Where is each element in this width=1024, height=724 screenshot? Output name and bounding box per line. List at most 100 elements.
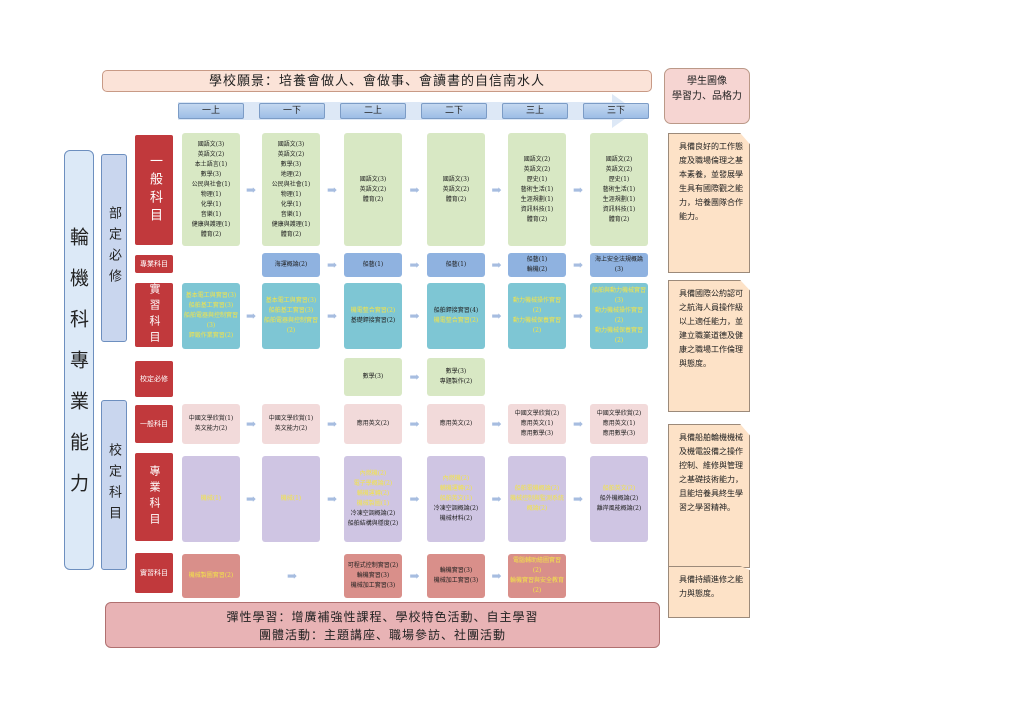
course-item: 數學(3) xyxy=(362,373,384,380)
course-item: 冷凍空調概論(2) xyxy=(350,510,396,517)
course-item: 國語文(2) xyxy=(605,155,633,163)
course-item: 國語文(3) xyxy=(277,140,305,148)
course-item: 英文能力(2) xyxy=(274,425,308,432)
practice-box: 機電整合實習(2)基礎銲接實習(2) xyxy=(344,283,402,349)
progression-arrow-icon: ➡ xyxy=(409,370,420,384)
progression-arrow-icon: ➡ xyxy=(409,417,420,431)
course-item: 輪機實習(3) xyxy=(439,567,473,574)
course-item: 機械材料(2) xyxy=(439,515,473,522)
school-vision-banner: 學校願景：培養會做人、會做事、會讀書的自信南水人 xyxy=(102,70,652,92)
course-item: 國語文(2) xyxy=(523,155,551,163)
course-item: 國語文(3) xyxy=(442,175,470,183)
course-item: 體育(2) xyxy=(280,230,302,238)
student-profile-box: 學生圖像學習力、品格力 xyxy=(664,68,750,124)
competency-goal: 具備持續進修之能力與態度。 xyxy=(668,566,750,618)
course-item: 藝術生活(1) xyxy=(602,185,636,193)
school-specialized-box: 船舶電機概論(2)機械控制與監測系統概論(2) xyxy=(508,456,566,542)
practice-box: 船舶銲接實習(4)機電整合實習(2) xyxy=(427,283,485,349)
course-item: 英語文(2) xyxy=(605,165,633,173)
school-practice-box: 機械製圖實習(2) xyxy=(182,554,240,598)
course-item: 輪機實習與安全教育(2) xyxy=(509,577,564,594)
course-item: 中國文學欣賞(1) xyxy=(188,415,234,422)
course-item: 機械加工實習(3) xyxy=(350,582,396,589)
course-item: 化學(1) xyxy=(280,200,302,208)
course-item: 中國文學欣賞(2) xyxy=(514,410,560,417)
course-item: 機械製圖實習(2) xyxy=(188,572,234,579)
semester-header: 三下 xyxy=(583,103,649,119)
specialized-box: 船藝(1)輪機(2) xyxy=(508,253,566,277)
school-practice-box: 電腦輔助繪圖實習(2) 輪機實習與安全教育(2) xyxy=(508,554,566,598)
course-item: 機電整合實習(2) xyxy=(433,317,479,324)
category-school-general: 一般科目 xyxy=(135,405,173,443)
course-item: 船舶基工實習(3) xyxy=(268,307,314,314)
progression-arrow-icon: ➡ xyxy=(245,182,257,197)
school-general-box: 應用英文(2) xyxy=(427,404,485,444)
course-item: 藝術生活(1) xyxy=(520,185,554,193)
course-item: 生涯規劃(1) xyxy=(520,195,554,203)
course-item: 生涯規劃(1) xyxy=(602,195,636,203)
progression-arrow-icon: ➡ xyxy=(491,309,502,323)
school-general-box: 應用英文(2) xyxy=(344,404,402,444)
course-item: 英語文(2) xyxy=(197,150,225,158)
specialized-box: 船藝(1) xyxy=(344,253,402,277)
category-school-required: 校定必修 xyxy=(135,361,173,397)
progression-arrow-icon: ➡ xyxy=(326,182,338,197)
profile-line: 學習力、品格力 xyxy=(672,91,742,102)
progression-arrow-icon: ➡ xyxy=(409,309,420,323)
school-specialized-box: 船舶英文(2)船外機概論(2)離岸風能概論(2) xyxy=(590,456,648,542)
flexible-learning-line: 彈性學習：增廣補強性課程、學校特色活動、自主學習 xyxy=(226,610,539,624)
course-item: 數學(3) xyxy=(280,160,302,168)
semester-header: 一上 xyxy=(178,103,244,119)
course-item: 體育(2) xyxy=(608,215,630,223)
competency-goal: 具備國際公約認可之航海人員操作級以上適任能力，並建立職業道德及健康之職場工作倫理… xyxy=(668,280,750,412)
course-item: 船舶與動力機械實習(3) xyxy=(591,287,646,304)
progression-arrow-icon: ➡ xyxy=(326,309,338,323)
course-item: 歷史(1) xyxy=(608,175,630,183)
group-activity-line: 團體活動：主題講座、職場參訪、社團活動 xyxy=(258,628,506,642)
course-item: 輔機運轉(2) xyxy=(439,485,473,492)
course-item: 國語文(3) xyxy=(359,175,387,183)
course-item: 機械加工實習(3) xyxy=(433,577,479,584)
course-item: 應用英文(1) xyxy=(602,420,636,427)
course-item: 海運概論(2) xyxy=(274,261,308,268)
progression-arrow-icon: ➡ xyxy=(326,492,338,506)
course-item: 輔機運轉(2) xyxy=(356,490,390,497)
category-specialized: 專業科目 xyxy=(135,255,173,273)
course-item: 應用數學(3) xyxy=(602,430,636,437)
specialized-box: 船藝(1) xyxy=(427,253,485,277)
semester-header: 三上 xyxy=(502,103,568,119)
course-item: 應用英文(2) xyxy=(356,420,390,427)
progression-arrow-icon: ➡ xyxy=(326,258,338,272)
course-item: 資訊科技(1) xyxy=(520,205,554,213)
course-item: 離岸風能概論(2) xyxy=(596,505,642,512)
course-item: 船舶結構與穩度(2) xyxy=(347,520,399,527)
course-item: 動力機械保養實習(2) xyxy=(594,327,643,344)
course-item: 英語文(2) xyxy=(277,150,305,158)
course-item: 船外機概論(2) xyxy=(599,495,639,502)
course-item: 船藝(1) xyxy=(445,261,467,268)
course-item: 機械控制與監測系統概論(2) xyxy=(509,495,564,512)
school-practice-box: 可程式控制實習(2)輪機實習(3)機械加工實習(3) xyxy=(344,554,402,598)
specialized-box: 海上安全法規概論(3) xyxy=(590,253,648,277)
course-item: 英語文(2) xyxy=(523,165,551,173)
category-general: 一般科目 xyxy=(135,135,173,245)
course-item: 電腦輔助繪圖實習(2) xyxy=(512,557,561,574)
course-item: 數學(3) xyxy=(445,368,467,375)
progression-arrow-icon: ➡ xyxy=(491,417,502,431)
course-item: 專題製作(2) xyxy=(439,378,473,385)
course-item: 數學(3) xyxy=(200,170,222,178)
course-item: 海上安全法規概論(3) xyxy=(594,256,643,273)
course-item: 機電整合實習(2) xyxy=(350,307,396,314)
course-item: 公民與社會(1) xyxy=(191,180,231,188)
practice-box: 基本電工與實習(3)船舶基工實習(3)船舶電器與控制實習(2) xyxy=(262,283,320,349)
progression-arrow-icon: ➡ xyxy=(572,492,584,506)
progression-arrow-icon: ➡ xyxy=(572,417,584,431)
course-item: 內燃機(2) xyxy=(359,470,387,477)
general-box: 國語文(3)英語文(2)體育(2) xyxy=(427,133,485,246)
course-item: 船藝(1) xyxy=(362,261,384,268)
course-item: 應用數學(3) xyxy=(520,430,554,437)
general-box: 國語文(2)英語文(2)歷史(1)藝術生活(1)生涯規劃(1)資訊科技(1)體育… xyxy=(508,133,566,246)
progression-arrow-icon: ➡ xyxy=(572,309,584,323)
course-item: 應用英文(1) xyxy=(520,420,554,427)
progression-arrow-icon: ➡ xyxy=(572,258,584,272)
